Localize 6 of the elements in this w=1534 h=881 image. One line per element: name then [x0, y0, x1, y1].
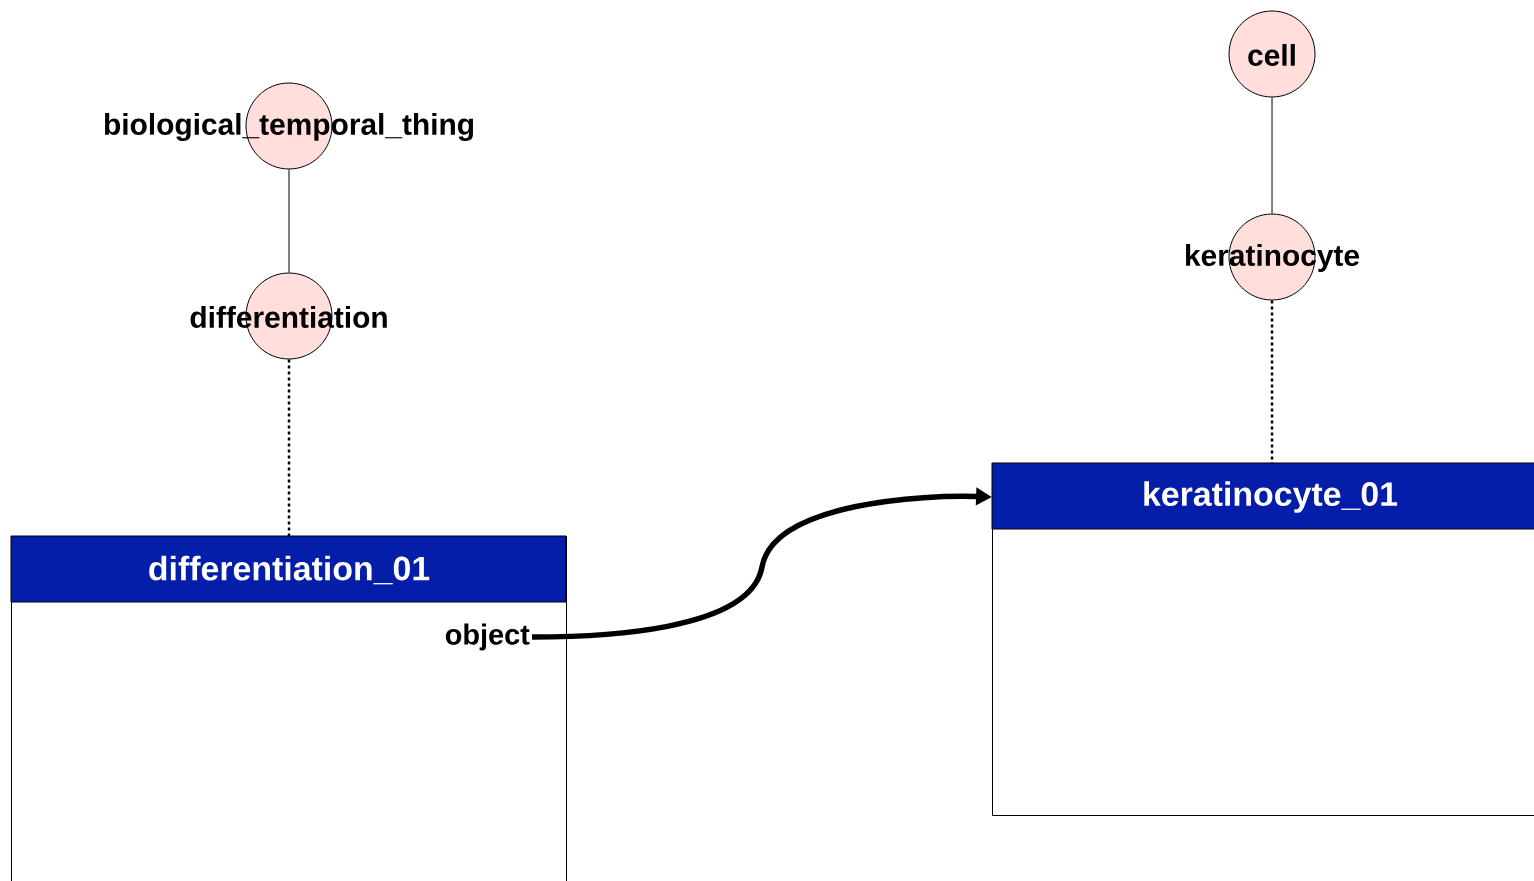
connector — [1271, 97, 1273, 214]
connector — [1270, 300, 1274, 463]
connector — [287, 359, 291, 536]
connector — [288, 169, 290, 273]
class-box: keratinocyte_01 — [991, 462, 1534, 816]
slot-label: object — [445, 623, 530, 651]
